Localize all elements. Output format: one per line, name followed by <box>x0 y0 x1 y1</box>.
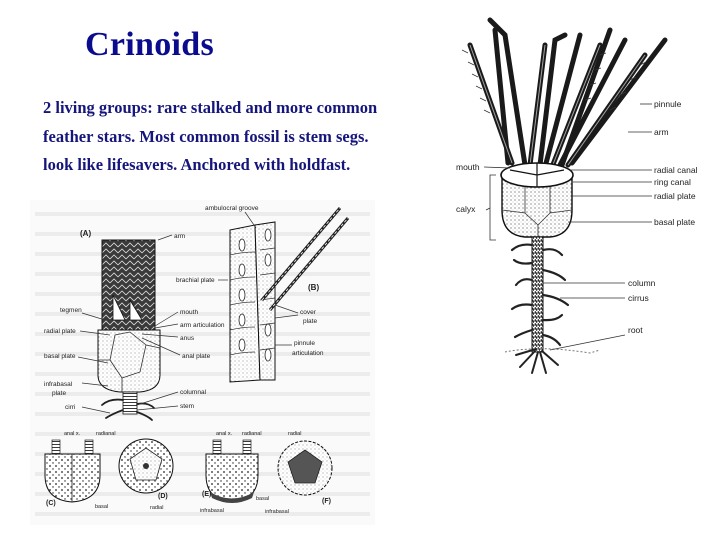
calyx-shape <box>501 174 573 238</box>
label-e-anal-x: anal x. <box>216 431 233 437</box>
label-cirrus: cirrus <box>628 293 649 303</box>
panel-d: (D) radial <box>118 438 174 511</box>
label-arm: arm <box>654 127 669 137</box>
column-shape <box>531 236 544 353</box>
label-radial-canal: radial canal <box>654 165 698 175</box>
label-d-radial: radial <box>150 505 163 511</box>
label-b-pinnule: pinnule <box>294 340 315 347</box>
label-a-arm: arm <box>174 233 185 240</box>
label-f-infrabasal: infrabasal <box>265 509 289 515</box>
body-line: 2 living groups: rare stalked and more c… <box>43 98 378 117</box>
cirri-group <box>510 243 570 347</box>
panel-e: anal x. radianal (E) basal infrabasal <box>200 431 269 514</box>
label-e-basal: basal <box>256 496 269 502</box>
label-basal-plate: basal plate <box>654 217 695 227</box>
label-infrabasal: infrabasal <box>44 381 73 388</box>
label-calyx: calyx <box>456 204 476 214</box>
panel-a: (A) arm <box>44 229 225 421</box>
crinoid-anatomy-illustration: (A) arm <box>35 205 370 516</box>
label-anus: anus <box>180 335 195 342</box>
label-pinnule-articulation: articulation <box>292 350 324 357</box>
label-pinnule: pinnule <box>654 99 682 109</box>
label-a-basal-plate: basal plate <box>44 353 76 360</box>
label-stem: stem <box>180 403 194 410</box>
label-ring-canal: ring canal <box>654 177 691 187</box>
label-cover-plate: plate <box>303 318 317 325</box>
slide-body: 2 living groups: rare stalked and more c… <box>43 94 448 180</box>
root-group <box>515 348 559 374</box>
label-root: root <box>628 325 643 335</box>
label-a-mouth: mouth <box>180 309 198 316</box>
label-columnal: columnal <box>180 389 207 396</box>
panel-b: ambulocral groove brachial plate (B) cov… <box>176 205 350 383</box>
label-column: column <box>628 278 656 288</box>
panel-c-tag: (C) <box>46 500 56 507</box>
label-mouth: mouth <box>456 162 480 172</box>
label-anal-plate: anal plate <box>182 353 211 360</box>
label-cover: cover <box>300 309 317 316</box>
label-tegmen: tegmen <box>60 307 82 314</box>
label-f-radial: radial <box>288 431 301 437</box>
label-a-radial-plate: radial plate <box>44 328 76 335</box>
label-c-radianal: radianal <box>96 431 116 437</box>
label-c-basal: basal <box>95 504 108 510</box>
crinoid-anatomy-figure: (A) arm <box>30 200 375 525</box>
label-e-radianal: radianal <box>242 431 262 437</box>
label-radial-plate: radial plate <box>654 191 696 201</box>
panel-c: anal x. radianal (C) basal <box>44 431 116 510</box>
label-cirri: cirri <box>65 404 75 411</box>
label-infrabasal-plate: plate <box>52 390 66 397</box>
label-c-anal-x: anal x. <box>64 431 81 437</box>
panel-a-tag: (A) <box>80 229 91 238</box>
panel-e-tag: (E) <box>202 491 211 498</box>
label-brachial-plate: brachial plate <box>176 277 215 284</box>
slide-title: Crinoids <box>85 26 214 63</box>
body-line: look like lifesavers. Anchored with hold… <box>43 155 351 174</box>
panel-f: radial (F) infrabasal <box>265 431 333 515</box>
label-ambulacral-groove: ambulocral groove <box>205 205 259 212</box>
panel-f-tag: (F) <box>322 498 331 505</box>
arms-group <box>467 17 668 170</box>
panel-d-tag: (D) <box>158 493 168 500</box>
label-arm-articulation: arm articulation <box>180 322 225 329</box>
stalked-crinoid-diagram: pinnule arm mouth radial canal ring cana… <box>450 15 700 380</box>
body-line: feather stars. Most common fossil is ste… <box>43 126 369 146</box>
label-e-infrabasal: infrabasal <box>200 508 224 514</box>
stalked-crinoid-illustration: pinnule arm mouth radial canal ring cana… <box>456 17 698 374</box>
panel-b-tag: (B) <box>308 283 319 292</box>
